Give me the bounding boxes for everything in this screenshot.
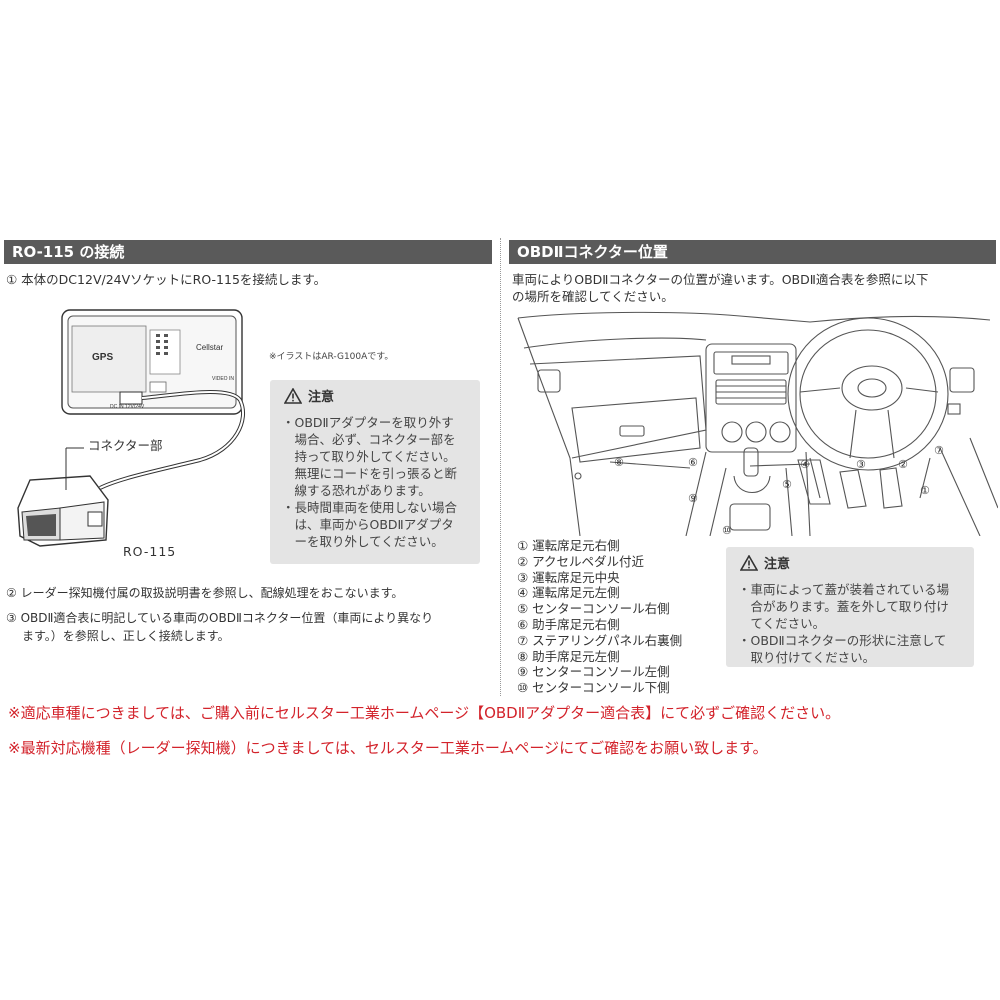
list-item: ⑧ 助手席足元左側 [517, 648, 620, 664]
list-item: ① 運転席足元右側 [517, 538, 620, 553]
caution-line: ・車両によって蓋が装着されている場 [738, 582, 950, 597]
list-item: ⑩ センターコンソール下側 [517, 680, 670, 696]
list-item: ⑨ センターコンソール左側 [517, 664, 670, 680]
section-header-obd-position: OBDⅡコネクター位置 [509, 240, 996, 264]
list-item: ⑥ 助手席足元右側 [517, 616, 620, 632]
diagram-marker: ② [898, 458, 908, 471]
list-item: ⑦ ステアリングパネル右裏側 [517, 632, 683, 648]
caution-title-text: 注意 [764, 557, 791, 572]
caution-line: ・OBDⅡアダプターを取り外す [282, 415, 454, 430]
diagram-marker: ⑩ [722, 524, 732, 536]
caution-line: 取り付けてください。 [738, 650, 876, 665]
step-3-text-line2: ます。）を参照し、正しく接続します。 [22, 629, 230, 643]
location-list: ① 運転席足元右側 ② アクセルペダル付近 ③ 運転席足元中央 ④ 運転席足元左… [517, 538, 682, 696]
diagram-marker: ③ [856, 458, 866, 471]
list-item: ② アクセルペダル付近 [517, 553, 645, 569]
caution-title-right: 注意 [740, 553, 790, 572]
diagram-marker: ⑧ [614, 456, 624, 469]
device-brand-label: Cellstar [196, 343, 223, 352]
diagram-marker: ⑦ [934, 444, 944, 457]
step-2-text: ② レーダー探知機付属の取扱説明書を参照し、配線処理をおこないます。 [6, 586, 404, 600]
warning-icon [740, 555, 758, 571]
caution-line: ーを取り外してください。 [282, 534, 444, 549]
caution-title-left: 注意 [284, 386, 334, 405]
diagram-marker: ① [920, 484, 930, 497]
diagram-marker: ⑥ [688, 456, 698, 469]
device-gps-label: GPS [92, 352, 113, 363]
compatibility-note: ※適応車種につきましては、ご購入前にセルスター工業ホームページ【OBDⅡアダプタ… [8, 704, 841, 722]
list-item: ④ 運転席足元左側 [517, 585, 620, 601]
caution-line: 線する恐れがあります。 [282, 483, 431, 498]
illustration-note: ※イラストはAR-G100Aです。 [269, 352, 394, 362]
list-item: ⑤ センターコンソール右側 [517, 601, 670, 617]
intro-text-line2: の場所を確認してください。 [512, 289, 674, 304]
connector-label: コネクター部 [88, 438, 163, 453]
step-3-text-line1: ③ OBDⅡ適合表に明記している車両のOBDⅡコネクター位置（車両により異なり [6, 611, 434, 625]
caution-line: は、車両からOBDⅡアダプタ [282, 517, 454, 532]
caution-items-left: ・OBDⅡアダプターを取り外す 場合、必ず、コネクター部を 持って取り外してくだ… [282, 414, 457, 550]
section-header-ro115: RO-115 の接続 [4, 240, 492, 264]
caution-line: ・長時間車両を使用しない場合 [282, 500, 458, 515]
device-dc-label: DC IN 12V/24V [110, 404, 145, 410]
caution-box-left: 注意 ・OBDⅡアダプターを取り外す 場合、必ず、コネクター部を 持って取り外し… [270, 380, 480, 564]
device-video-label: VIDEO IN [212, 376, 234, 382]
car-interior-diagram: ① ② ③ ④ ⑤ ⑥ ⑦ ⑧ ⑨ ⑩ [517, 311, 998, 536]
list-item: ③ 運転席足元中央 [517, 569, 620, 585]
product-label: RO-115 [123, 544, 177, 559]
caution-items-right: ・車両によって蓋が装着されている場 合があります。蓋を外して取り付け てください… [738, 581, 949, 666]
caution-line: ・OBDⅡコネクターの形状に注意して [738, 633, 947, 648]
caution-line: 場合、必ず、コネクター部を [282, 432, 456, 447]
caution-line: 持って取り外してください。 [282, 449, 456, 464]
diagram-marker: ⑨ [688, 492, 698, 505]
caution-line: 無理にコードを引っ張ると断 [282, 466, 458, 481]
caution-line: てください。 [738, 616, 826, 631]
diagram-marker: ⑤ [782, 478, 792, 491]
intro-text-line1: 車両によりOBDⅡコネクターの位置が違います。OBDⅡ適合表を参照に以下 [512, 272, 929, 287]
caution-line: 合があります。蓋を外して取り付け [738, 599, 949, 614]
caution-title-text: 注意 [308, 390, 335, 405]
diagram-marker: ④ [800, 458, 810, 471]
warning-icon [284, 388, 302, 404]
step-1-text: ① 本体のDC12V/24VソケットにRO-115を接続します。 [6, 272, 327, 287]
device-connection-illustration: Cellstar GPS DC IN 12V/24V VIDEO IN [17, 309, 246, 547]
latest-models-note: ※最新対応機種（レーダー探知機）につきましては、セルスター工業ホームページにてご… [8, 739, 768, 757]
caution-box-right: 注意 ・車両によって蓋が装着されている場 合があります。蓋を外して取り付け てく… [726, 547, 974, 667]
column-divider [500, 238, 501, 696]
